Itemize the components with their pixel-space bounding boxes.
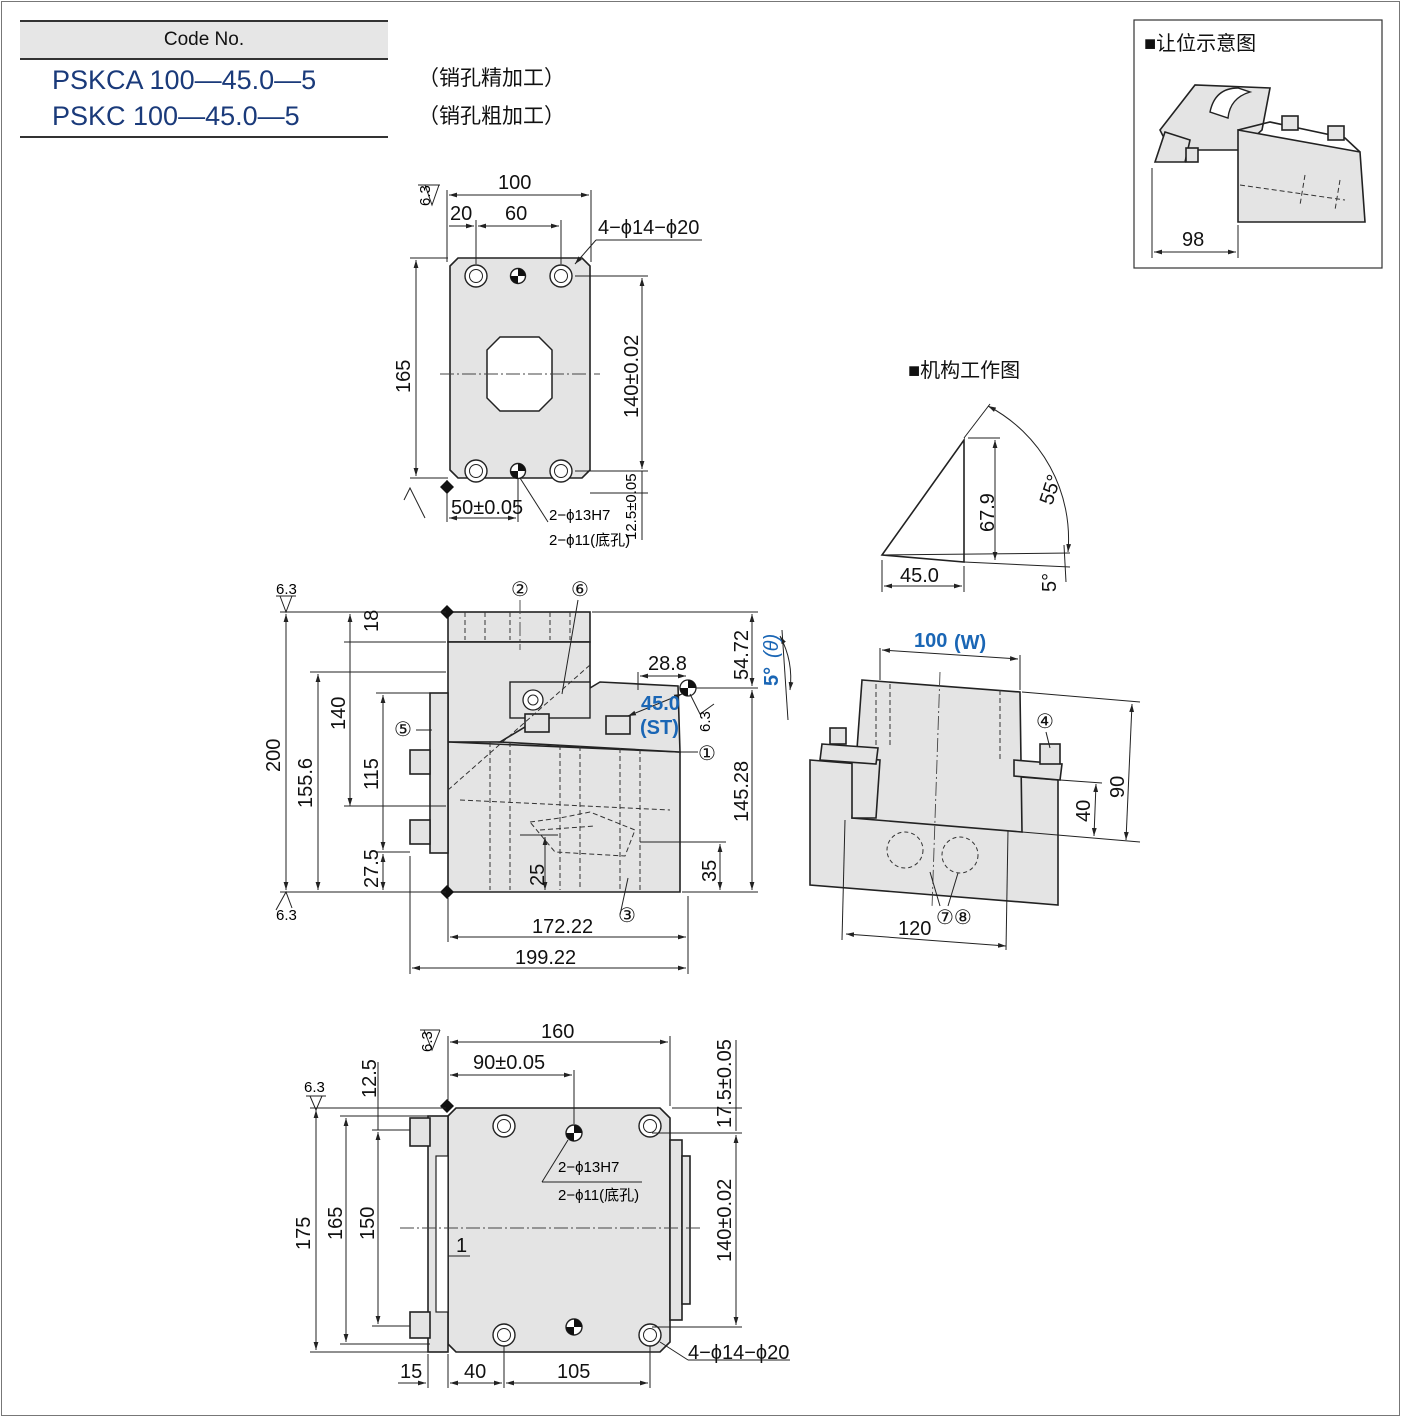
top-dim-60: 60 <box>505 203 527 225</box>
mechanism-dim-67-9: 67.9 <box>977 493 999 532</box>
front-dim-35: 35 <box>699 860 721 882</box>
bottom-dim-165: 165 <box>325 1207 347 1240</box>
bottom-dim-175: 175 <box>293 1217 315 1250</box>
top-dim-12-5: 12.5±0.05 <box>623 473 640 540</box>
side-dim-100: 100 <box>914 630 947 652</box>
mechanism-dim-45: 45.0 <box>900 565 939 587</box>
top-dim-50: 50±0.05 <box>451 497 523 519</box>
bottom-dim-12-5: 12.5 <box>359 1059 381 1098</box>
bottom-dim-17-5: 17.5±0.05 <box>714 1039 736 1128</box>
bottom-dim-90: 90±0.05 <box>473 1052 545 1074</box>
front-dim-18: 18 <box>361 610 383 632</box>
front-roughness-side: 6.3 <box>697 711 714 732</box>
front-dim-155-6: 155.6 <box>295 758 317 808</box>
bottom-view: 160 90±0.05 6.3 6.3 175 165 150 12.5 140… <box>293 1021 790 1388</box>
front-part-3: ③ <box>618 905 636 927</box>
front-part-2: ② <box>511 579 529 601</box>
side-part-4: ④ <box>1036 711 1054 733</box>
bottom-hole-callout-11: 2−ϕ11(底孔) <box>558 1187 639 1204</box>
code-row-pskc: PSKC 100—45.0—5 <box>52 101 300 131</box>
code-row-pskca: PSKCA 100—45.0—5 <box>52 65 317 95</box>
bottom-roughness-top: 6.3 <box>419 1031 436 1052</box>
top-dim-165: 165 <box>393 360 415 393</box>
side-part-7-8: ⑦⑧ <box>936 907 972 929</box>
front-part-6: ⑥ <box>571 579 589 601</box>
side-dim-120: 120 <box>898 918 931 940</box>
bottom-hole-callout-h7: 2−ϕ13H7 <box>558 1159 619 1176</box>
front-dim-27-5: 27.5 <box>361 849 383 888</box>
side-dim-100-label: (W) <box>954 632 986 654</box>
front-dim-54-72: 54.72 <box>731 630 753 680</box>
mechanism-inset-title: ■机构工作图 <box>908 359 1020 382</box>
clearance-dim-98: 98 <box>1182 229 1204 251</box>
bottom-roughness-left: 6.3 <box>304 1079 325 1096</box>
front-angle-5: 5° <box>761 667 783 686</box>
front-roughness-top: 6.3 <box>276 581 297 598</box>
front-dim-200: 200 <box>263 739 285 772</box>
code-note-fine: （销孔精加工） <box>418 67 565 90</box>
top-view: 100 20 60 6.3 4−ϕ14−ϕ20 165 140±0.02 12.… <box>393 172 702 549</box>
front-dim-25: 25 <box>527 864 549 886</box>
top-hole-callout-2x-11: 2−ϕ11(底孔) <box>549 532 630 549</box>
front-roughness-bottom: 6.3 <box>276 907 297 924</box>
top-hole-callout-2x-h7: 2−ϕ13H7 <box>549 507 610 524</box>
code-table-header: Code No. <box>20 20 388 60</box>
front-stroke-label: (ST) <box>640 717 679 739</box>
side-dim-40: 40 <box>1073 800 1095 822</box>
bottom-hole-callout-4x: 4−ϕ14−ϕ20 <box>688 1342 789 1364</box>
mechanism-inset: ■机构工作图 67.9 45.0 55° 5° <box>880 359 1072 592</box>
front-view: ② ⑥ ⑤ ① ③ 200 6.3 6.3 155.6 18 140 115 2… <box>263 579 794 974</box>
clearance-inset: ■让位示意图 98 <box>1133 19 1383 269</box>
code-note-rough: （销孔粗加工） <box>418 105 565 128</box>
front-angle-label: (θ) <box>761 634 783 658</box>
top-dim-20: 20 <box>450 203 472 225</box>
clearance-inset-title: ■让位示意图 <box>1144 32 1256 55</box>
bottom-dim-1: 1 <box>456 1235 467 1257</box>
front-part-1: ① <box>698 743 716 765</box>
bottom-dim-150: 150 <box>357 1207 379 1240</box>
side-view: 100 (W) 90 40 ④ 120 ⑦⑧ <box>809 630 1141 951</box>
code-list: PSKCA 100—45.0—5 PSKC 100—45.0—5 <box>20 60 388 138</box>
mechanism-angle-55: 55° <box>1036 472 1066 508</box>
bottom-dim-160: 160 <box>541 1021 574 1043</box>
front-dim-115: 115 <box>361 758 383 790</box>
top-hole-callout-4x: 4−ϕ14−ϕ20 <box>598 217 699 239</box>
bottom-dim-40: 40 <box>464 1361 486 1383</box>
mechanism-angle-5: 5° <box>1039 573 1061 592</box>
front-dim-140: 140 <box>328 697 350 730</box>
front-dim-199-22: 199.22 <box>515 947 576 969</box>
top-dim-100: 100 <box>498 172 531 194</box>
front-part-5: ⑤ <box>394 719 412 741</box>
front-dim-172-22: 172.22 <box>532 916 593 938</box>
front-dim-28-8: 28.8 <box>648 653 687 675</box>
top-roughness: 6.3 <box>417 185 434 206</box>
bottom-dim-15: 15 <box>400 1361 422 1383</box>
top-view-holes <box>464 264 573 483</box>
code-table: Code No. PSKCA 100—45.0—5 PSKC 100—45.0—… <box>20 20 388 138</box>
front-dim-145-28: 145.28 <box>731 761 753 822</box>
front-stroke-45: 45.0 <box>641 693 680 715</box>
top-dim-140: 140±0.02 <box>621 335 643 418</box>
clearance-sketch: 98 <box>1151 84 1366 258</box>
side-dim-90: 90 <box>1107 776 1129 798</box>
bottom-dim-140: 140±0.02 <box>714 1179 736 1262</box>
bottom-dim-105: 105 <box>557 1361 590 1383</box>
